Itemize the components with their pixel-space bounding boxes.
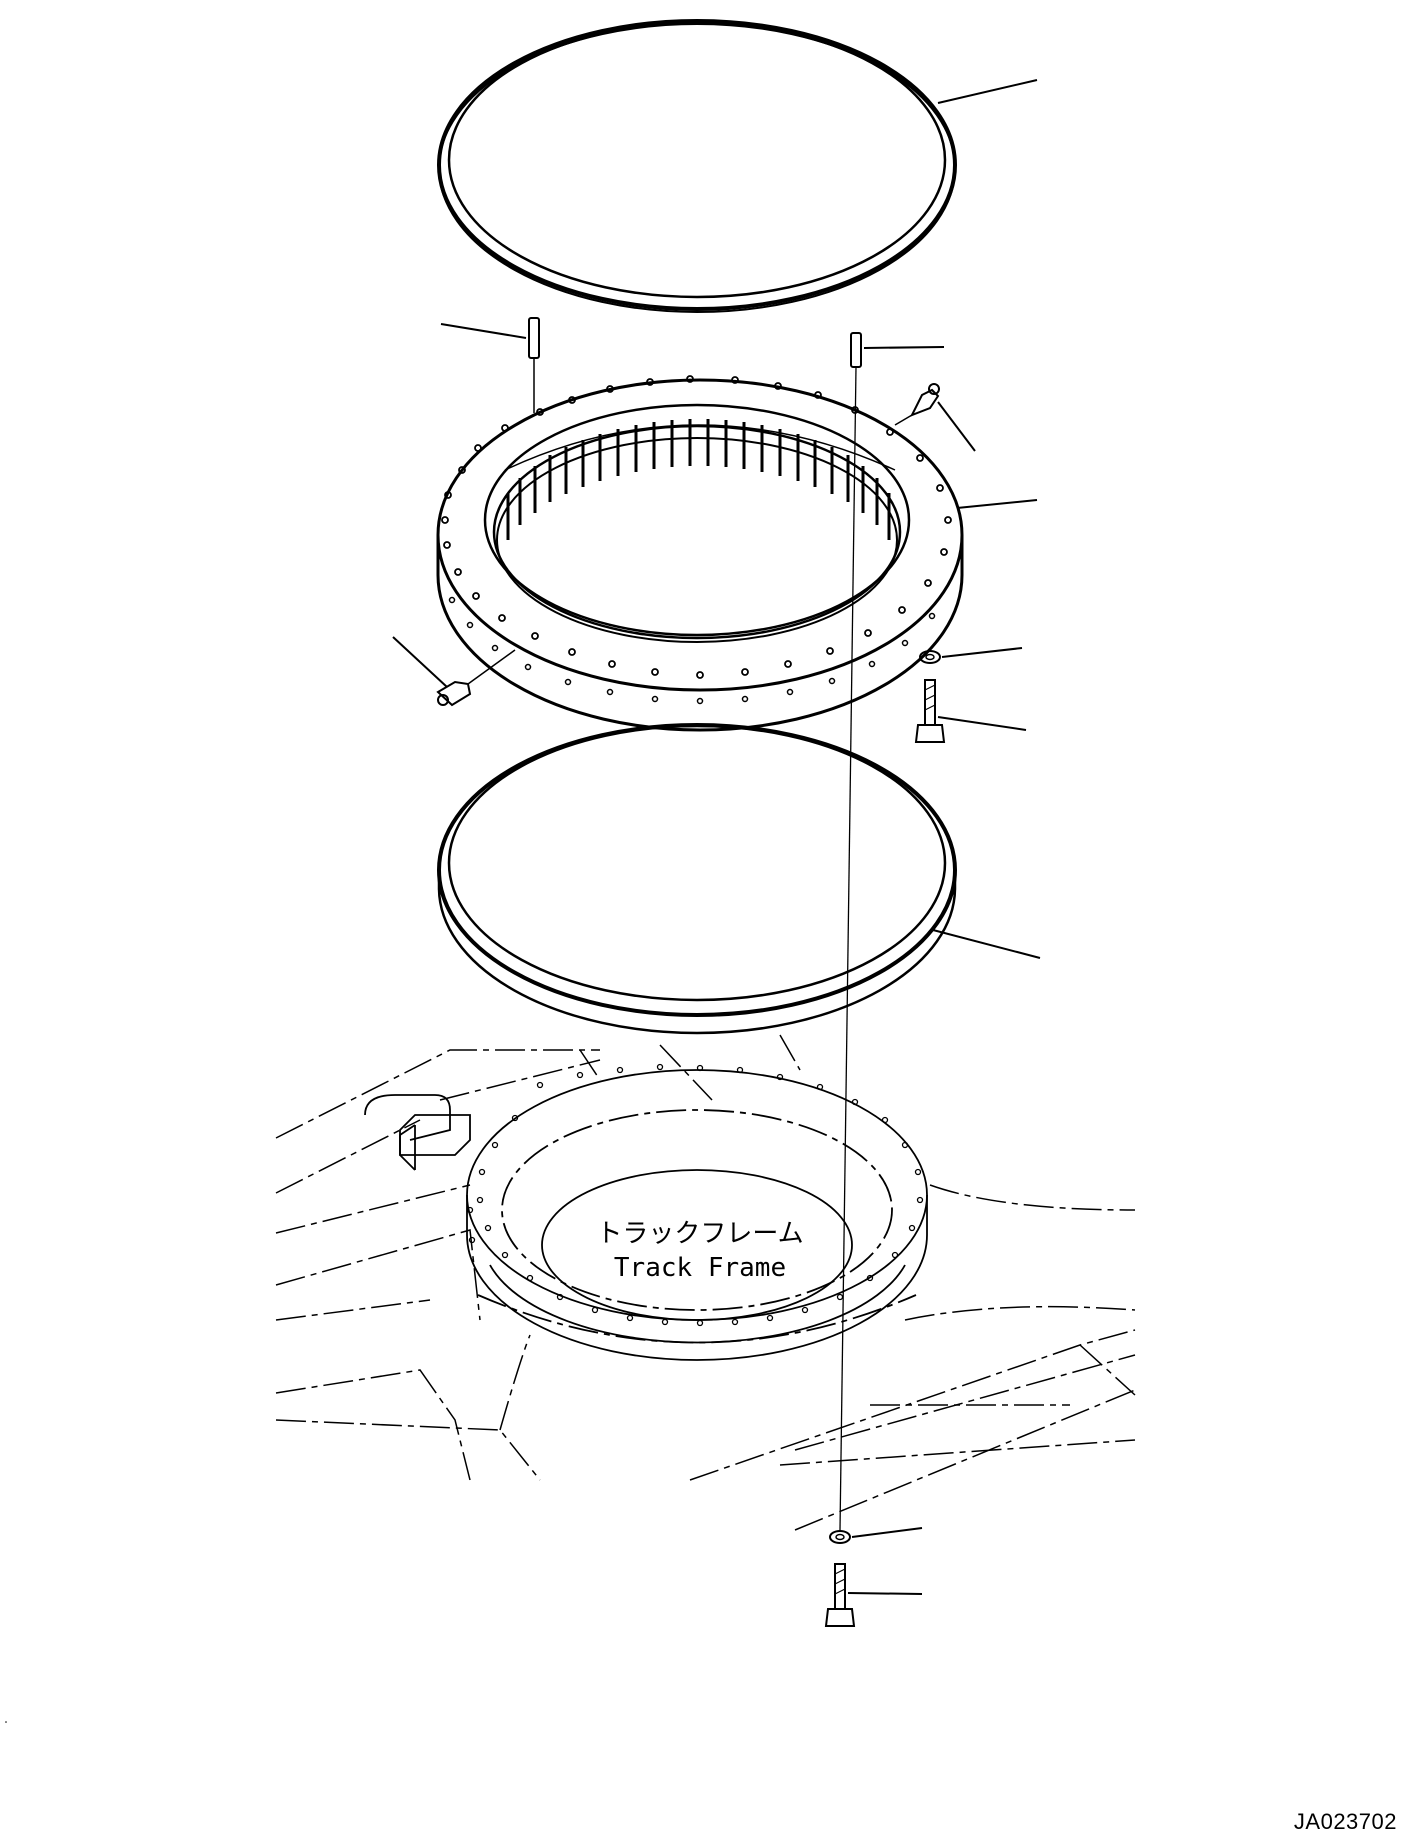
bolt-frame bbox=[824, 1563, 856, 1627]
bolt-ring bbox=[914, 679, 946, 743]
frame-mounting-flange bbox=[466, 1063, 928, 1361]
washer-frame bbox=[829, 1530, 851, 1544]
track-frame bbox=[275, 1034, 1136, 1531]
frame-block bbox=[364, 1094, 471, 1171]
washer-ring bbox=[919, 650, 941, 664]
lower-seal-ring bbox=[437, 723, 957, 1035]
grease-fitting-right bbox=[894, 383, 940, 426]
leader-line-swing-circle bbox=[956, 499, 1038, 509]
stray-dot bbox=[5, 1721, 7, 1723]
leader-line-bolt-frame bbox=[847, 1592, 923, 1595]
alignment-line bbox=[839, 366, 857, 1531]
leader-line-upper-seal bbox=[937, 79, 1038, 104]
track-frame-label-jp: トラックフレーム bbox=[596, 1219, 803, 1249]
leader-line-washer-ring bbox=[941, 647, 1023, 658]
dowel-pin-right bbox=[850, 332, 862, 368]
leader-line-grease-left bbox=[392, 636, 448, 688]
leader-line-pin-right bbox=[863, 346, 945, 349]
upper-seal-ring bbox=[437, 19, 957, 313]
leader-line-pin-left bbox=[440, 323, 527, 339]
leader-line-bolt-ring bbox=[937, 716, 1027, 731]
dowel-pin-left bbox=[528, 317, 540, 413]
swing-circle bbox=[436, 375, 964, 732]
grease-fitting-left bbox=[436, 649, 516, 707]
leader-line-grease-right bbox=[937, 401, 976, 452]
leader-line-washer-frame bbox=[851, 1527, 923, 1538]
leader-line-lower-seal bbox=[932, 929, 1041, 959]
track-frame-label-en: Track Frame bbox=[614, 1253, 786, 1283]
drawing-id: JA023702 bbox=[1293, 1809, 1397, 1834]
